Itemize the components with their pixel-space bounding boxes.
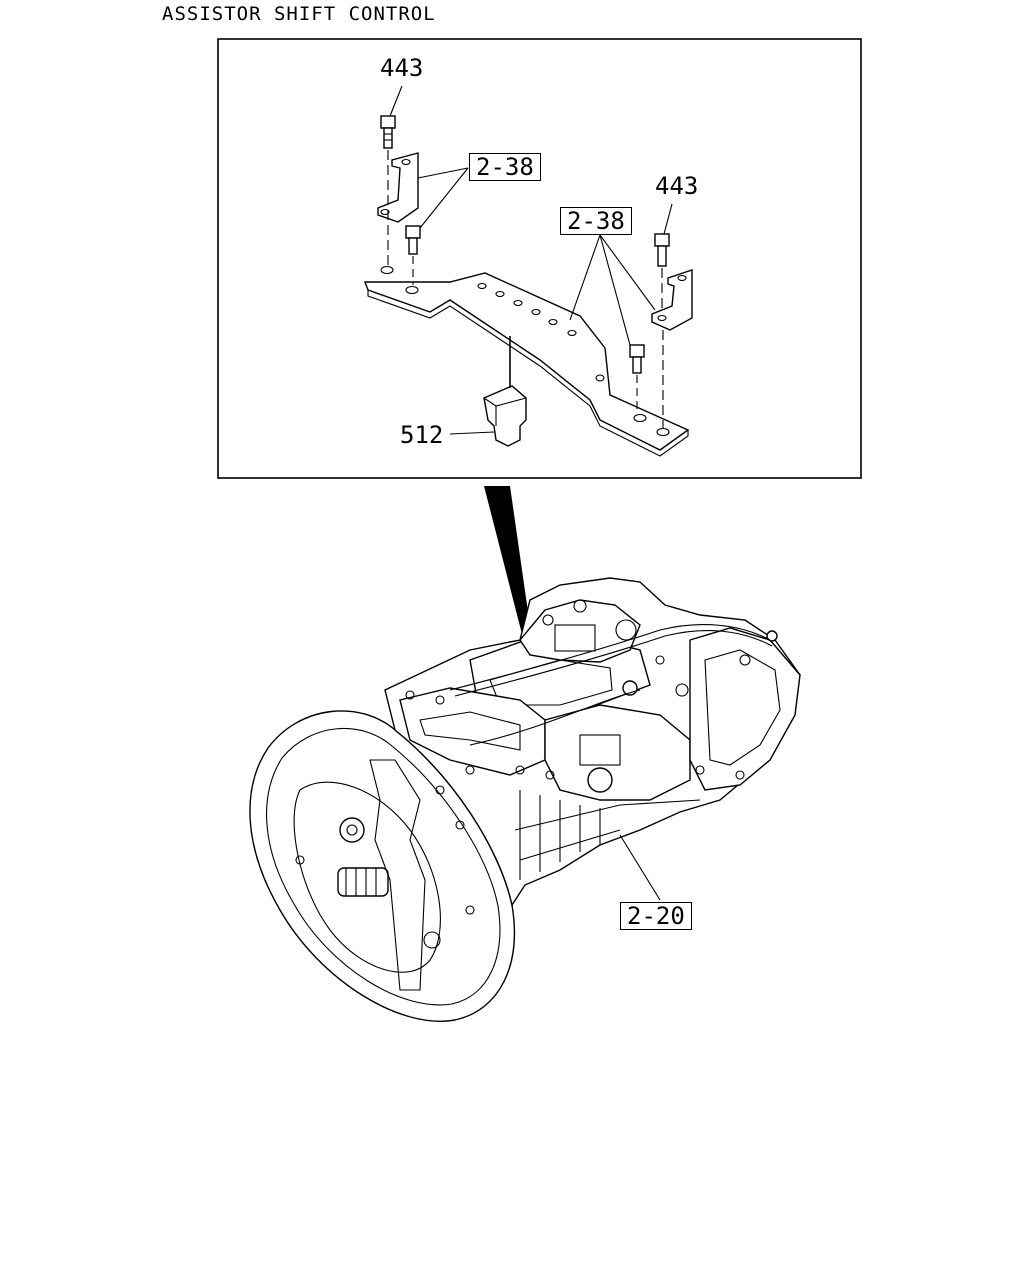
callout-443-left: 443 <box>380 54 424 82</box>
small-bracket-left <box>377 152 419 223</box>
callout-2-38-right: 2-38 <box>560 207 632 235</box>
callout-2-38-left: 2-38 <box>469 153 541 181</box>
bolt-443-left-icon <box>380 115 396 265</box>
leader-lines <box>389 85 673 435</box>
small-bracket-right <box>651 269 693 331</box>
clip-512-icon <box>483 336 527 447</box>
pointer-wedge <box>484 486 532 642</box>
small-bolt-right-icon <box>629 344 645 412</box>
transmission-assembly <box>249 577 801 1022</box>
bolt-443-right-icon <box>654 233 670 428</box>
small-bolt-left-icon <box>405 225 421 285</box>
callout-2-20: 2-20 <box>620 902 692 930</box>
bracket-assembly <box>363 265 690 457</box>
detail-frame <box>217 38 862 479</box>
callout-443-right: 443 <box>655 172 699 200</box>
diagram-title: ASSISTOR SHIFT CONTROL <box>162 3 436 25</box>
callout-512: 512 <box>400 421 444 449</box>
